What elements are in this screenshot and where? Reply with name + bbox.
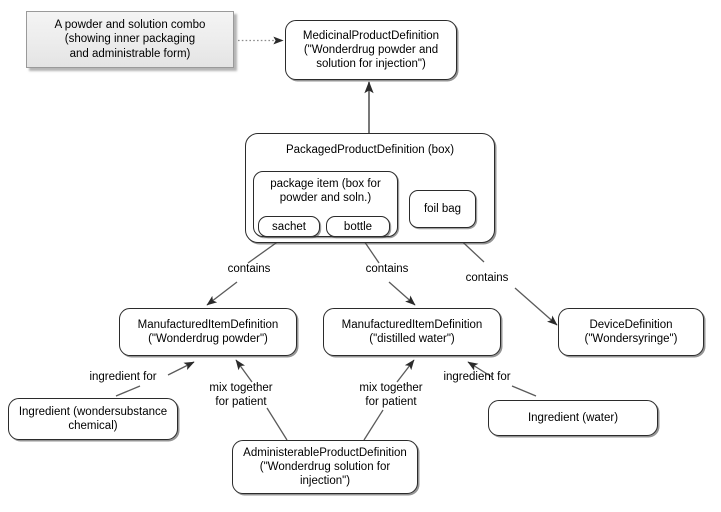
edge-bottle-to-water-2: [388, 281, 416, 306]
node-medicinal-product-definition[interactable]: MedicinalProductDefinition ("Wonderdrug …: [285, 20, 457, 80]
edge-ingredient-chemical-2: [167, 361, 195, 376]
node-ingredient-chemical[interactable]: Ingredient (wondersubstance chemical): [8, 398, 178, 440]
note-text: A powder and solution combo (showing inn…: [54, 18, 206, 60]
node-device-definition-label: DeviceDefinition ("Wondersyringe"): [584, 319, 678, 345]
node-sachet-label: sachet: [272, 220, 306, 233]
edge-mix-left-2: [235, 359, 253, 383]
node-manufactured-item-water-label: ManufacturedItemDefinition ("distilled w…: [341, 319, 483, 345]
node-foil-bag[interactable]: foil bag: [409, 190, 476, 228]
edge-label-mix-left: mix together for patient: [209, 382, 273, 408]
node-device-definition[interactable]: DeviceDefinition ("Wondersyringe"): [558, 308, 704, 356]
node-bottle-label: bottle: [343, 220, 373, 233]
node-manufactured-item-powder-label: ManufacturedItemDefinition ("Wonderdrug …: [137, 319, 279, 345]
edge-ingredient-chemical-1: [115, 385, 141, 397]
node-administerable-product-definition[interactable]: AdministerableProductDefinition ("Wonder…: [232, 440, 418, 494]
node-ingredient-water[interactable]: Ingredient (water): [488, 400, 658, 436]
node-ingredient-water-label: Ingredient (water): [527, 412, 619, 424]
edge-foil-to-device-2: [514, 287, 558, 326]
edge-mix-right-1: [363, 409, 384, 441]
node-bottle[interactable]: bottle: [326, 216, 390, 237]
node-package-item-label: package item (box for powder and soln.): [270, 178, 381, 204]
edge-label-ingredient-for-left: ingredient for: [89, 371, 157, 383]
edge-label-contains-bottle: contains: [365, 263, 409, 275]
node-ingredient-chemical-label: Ingredient (wondersubstance chemical): [18, 406, 168, 432]
note-powder-solution-combo: A powder and solution combo (showing inn…: [26, 11, 234, 68]
node-foil-bag-label: foil bag: [423, 203, 462, 215]
node-packaged-product-definition-label: PackagedProductDefinition (box): [285, 144, 455, 156]
edge-label-contains-foil: contains: [465, 272, 509, 284]
node-manufactured-item-powder[interactable]: ManufacturedItemDefinition ("Wonderdrug …: [119, 308, 297, 356]
edge-ingredient-water-1: [511, 385, 537, 397]
edge-label-mix-right: mix together for patient: [359, 382, 423, 408]
node-manufactured-item-water[interactable]: ManufacturedItemDefinition ("distilled w…: [323, 308, 501, 356]
edge-sachet-to-powder-2: [206, 281, 238, 306]
node-medicinal-product-definition-label: MedicinalProductDefinition ("Wonderdrug …: [302, 30, 440, 70]
edge-label-ingredient-for-right: ingredient for: [443, 371, 511, 383]
edge-label-contains-sachet: contains: [227, 263, 271, 275]
edge-mix-left-1: [266, 407, 288, 441]
node-sachet[interactable]: sachet: [258, 216, 320, 237]
node-administerable-product-definition-label: AdministerableProductDefinition ("Wonder…: [243, 447, 407, 487]
